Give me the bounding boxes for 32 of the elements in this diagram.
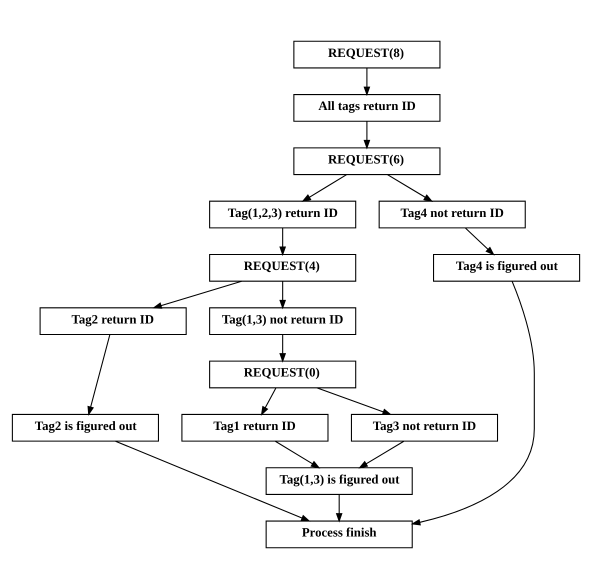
arrow	[115, 440, 311, 522]
node-box: REQUEST(8)	[293, 40, 440, 68]
node-box: Tag2 return ID	[40, 306, 187, 335]
node-box: Tag4 is figured out	[433, 253, 580, 282]
node-box: Tag(1,3) is figured out	[266, 466, 413, 494]
arrow	[387, 174, 434, 202]
arrow	[279, 334, 286, 362]
arrow	[465, 227, 495, 256]
node-box: REQUEST(0)	[209, 360, 356, 388]
node-box: REQUEST(6)	[293, 146, 440, 175]
arrow	[410, 280, 535, 526]
arrow	[364, 68, 370, 96]
arrow	[279, 280, 286, 309]
node-box: Tag3 not return ID	[350, 413, 498, 442]
node-box: Tag2 is figured out	[12, 413, 159, 442]
arrow	[152, 280, 242, 308]
node-box: Tag4 not return ID	[378, 200, 526, 228]
arrow	[336, 494, 343, 522]
arrow	[364, 120, 370, 149]
node-box: Tag(1,3) not return ID	[209, 306, 356, 335]
node-box: Process finish	[266, 520, 413, 548]
arrow	[358, 440, 404, 468]
node-box: Tag(1,2,3) return ID	[209, 200, 356, 228]
arrow	[275, 440, 320, 468]
node-box: Tag1 return ID	[181, 413, 329, 442]
arrow	[316, 386, 392, 414]
arrow	[260, 387, 276, 416]
node-box: All tags return ID	[293, 94, 440, 122]
arrow	[279, 227, 286, 256]
arrow	[88, 334, 110, 416]
node-box: REQUEST(4)	[209, 253, 356, 282]
arrow	[302, 174, 347, 202]
